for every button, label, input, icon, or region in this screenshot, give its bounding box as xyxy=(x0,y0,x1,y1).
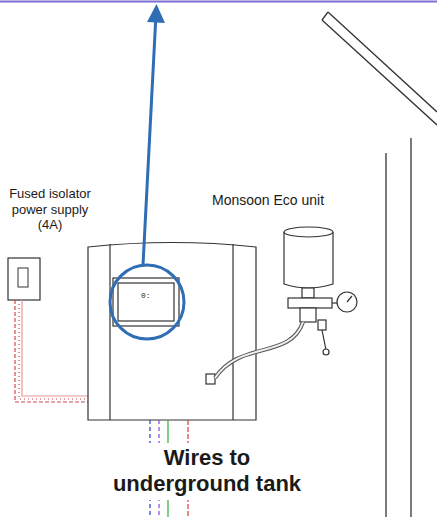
roof-wall xyxy=(322,12,437,517)
isolator-switch xyxy=(8,258,40,300)
caption-note: Wires to underground tank xyxy=(102,443,312,500)
display-readout: 0: xyxy=(141,291,161,301)
pump-unit xyxy=(215,227,357,378)
top-rule xyxy=(0,1,437,3)
callout-arrowhead xyxy=(147,4,165,23)
part-label: Fused isolator power supply (4A) xyxy=(2,186,98,233)
part-label: Monsoon Eco unit xyxy=(212,192,342,209)
control-unit xyxy=(88,243,256,421)
callout-circle xyxy=(110,14,184,339)
mains-cable xyxy=(15,300,88,402)
